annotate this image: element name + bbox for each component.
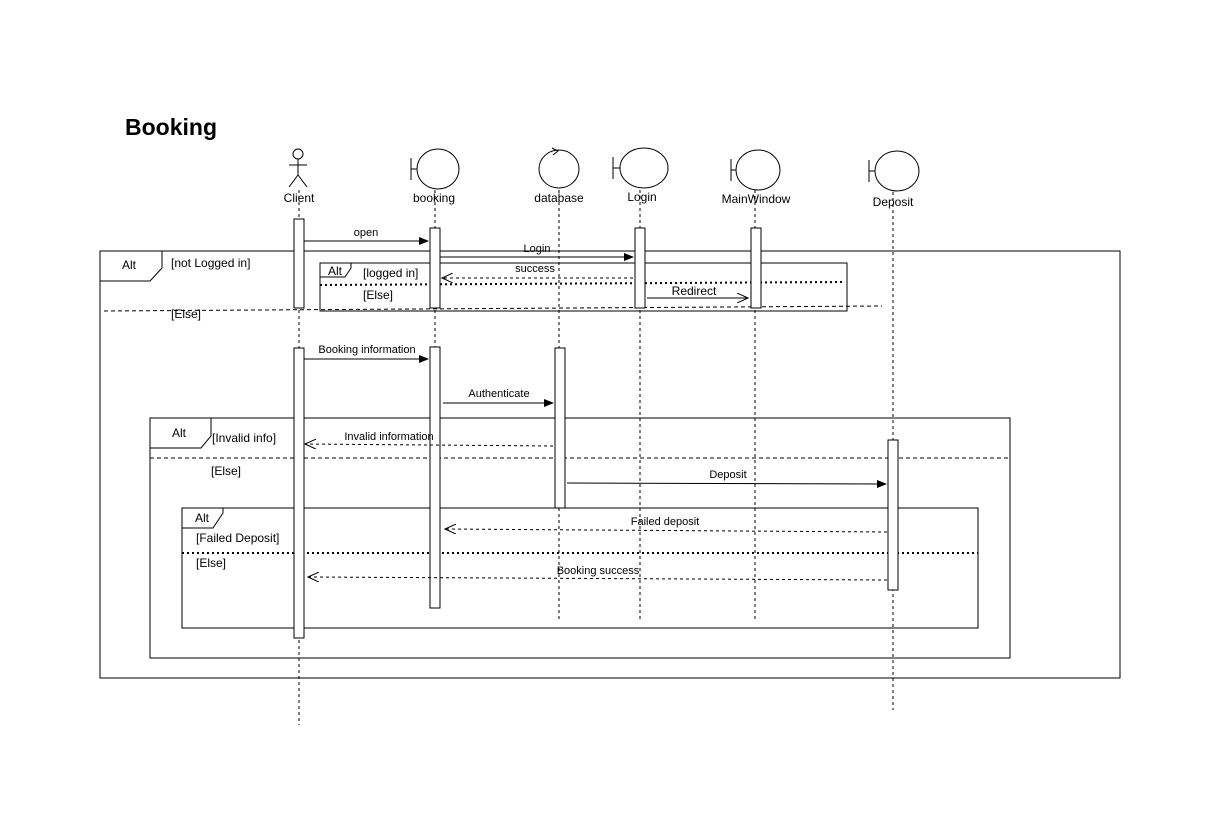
actor-icon xyxy=(288,148,308,188)
diagram-title: Booking xyxy=(125,114,217,140)
message-label: open xyxy=(354,227,378,239)
activation-bar-deposit xyxy=(887,439,899,591)
fragment-operator: Alt xyxy=(328,264,343,278)
fragment-guard: [Else] xyxy=(196,556,226,570)
message-label: Login xyxy=(524,243,551,255)
participant-deposit[interactable]: Deposit xyxy=(868,150,920,209)
fragment-guard: [Else] xyxy=(211,464,241,478)
participant-mainwindow[interactable]: MainWindow xyxy=(722,149,791,206)
activation-bar-booking xyxy=(429,227,441,309)
control-icon xyxy=(538,147,580,189)
message-label: Failed deposit xyxy=(631,516,700,528)
boundary-icon xyxy=(730,149,781,191)
fragment-alt-not-logged-in: Alt [not Logged in] [Else] xyxy=(99,250,1121,679)
message-redirect[interactable]: Redirect xyxy=(647,284,748,298)
fragment-operator: Alt xyxy=(172,426,187,440)
message-booking-success[interactable]: Booking success xyxy=(308,565,888,580)
activation-bar-booking xyxy=(429,346,441,609)
fragment-guard: [Else] xyxy=(363,288,393,302)
participant-login[interactable]: Login xyxy=(612,147,669,204)
participant-label: Login xyxy=(627,190,656,204)
fragment-operator: Alt xyxy=(122,258,137,272)
message-label: Authenticate xyxy=(468,388,529,400)
message-label: Redirect xyxy=(672,284,717,298)
participant-label: booking xyxy=(413,191,455,205)
message-login[interactable]: Login xyxy=(440,243,634,261)
fragment-alt-logged-in: Alt [logged in] [Else] xyxy=(319,262,848,312)
fragment-alt-invalid-info: Alt [Invalid info] [Else] xyxy=(149,417,1011,659)
boundary-icon xyxy=(612,147,669,189)
fragment-alt-failed-deposit: Alt [Failed Deposit] [Else] xyxy=(181,507,979,629)
fragment-guard: [logged in] xyxy=(363,266,418,280)
fragment-guard: [not Logged in] xyxy=(171,256,250,270)
fragment-guard: [Failed Deposit] xyxy=(196,531,279,545)
message-label: Booking information xyxy=(318,344,415,356)
message-label: Deposit xyxy=(709,469,746,481)
message-open[interactable]: open xyxy=(304,227,429,245)
participant-label: MainWindow xyxy=(722,192,791,206)
participant-booking[interactable]: booking xyxy=(410,148,460,205)
boundary-icon xyxy=(868,150,920,192)
message-authenticate[interactable]: Authenticate xyxy=(443,388,554,407)
activation-bar-mainwindow xyxy=(750,227,762,309)
activation-bar-login xyxy=(634,227,646,309)
message-deposit[interactable]: Deposit xyxy=(566,469,887,488)
message-failed-deposit[interactable]: Failed deposit xyxy=(445,516,888,532)
boundary-icon xyxy=(410,148,460,190)
message-label: success xyxy=(515,263,555,275)
participant-label: Deposit xyxy=(873,195,914,209)
activation-bar-client xyxy=(293,347,305,639)
fragment-guard: [Invalid info] xyxy=(212,431,276,445)
message-success[interactable]: success xyxy=(442,263,633,278)
message-invalid-information[interactable]: Invalid information xyxy=(305,431,554,446)
activation-bar-database xyxy=(554,347,566,509)
message-label: Booking success xyxy=(557,565,640,577)
message-label: Invalid information xyxy=(344,431,433,443)
fragment-guard: [Else] xyxy=(171,307,201,321)
message-booking-information[interactable]: Booking information xyxy=(304,344,429,363)
activation-bar-client xyxy=(293,218,305,309)
fragment-operator: Alt xyxy=(195,511,210,525)
